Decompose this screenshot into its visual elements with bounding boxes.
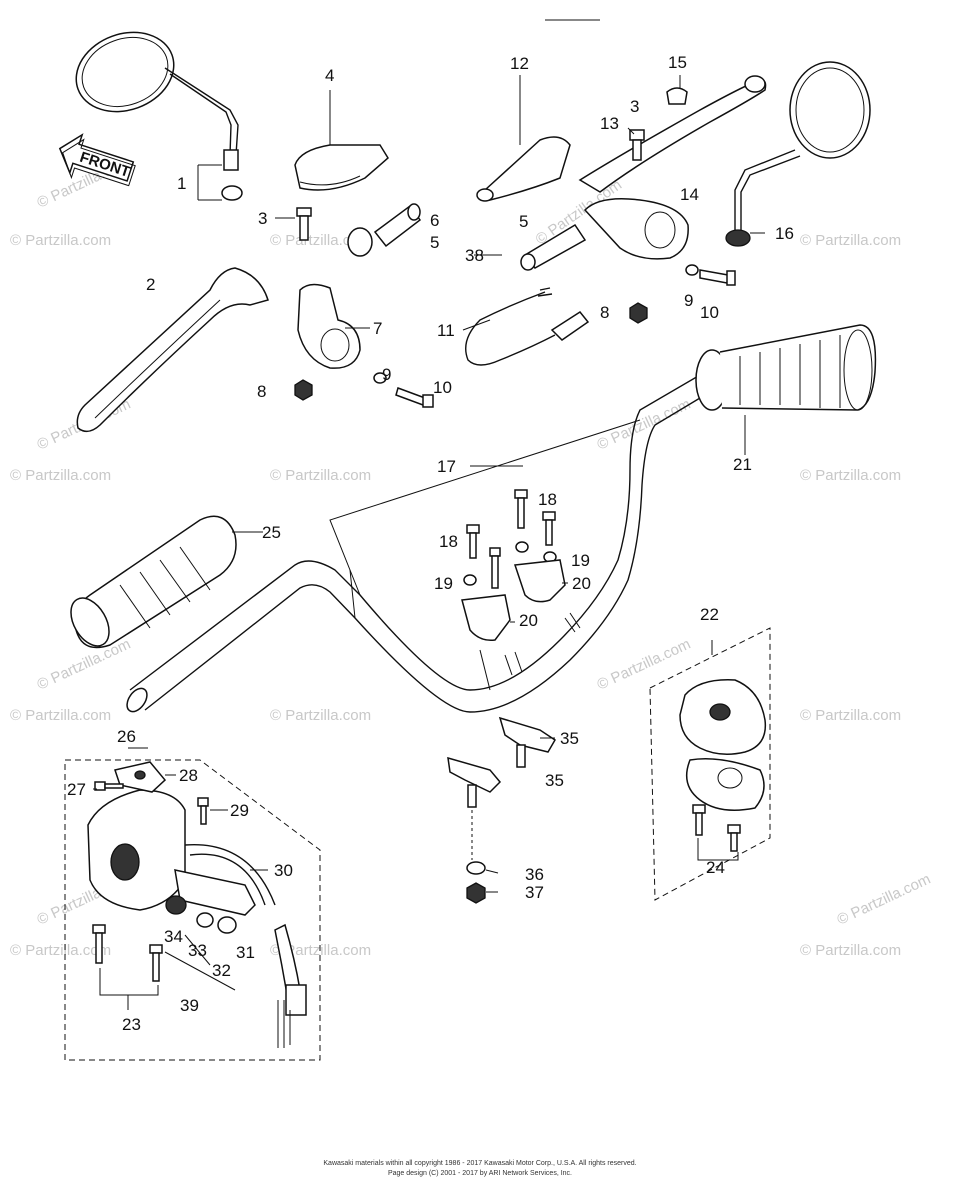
watermark-text: © Partzilla.com — [800, 232, 901, 249]
callout-3b: 3 — [630, 97, 639, 116]
left-switch-box — [64, 759, 321, 1061]
callout-19b: 19 — [434, 574, 453, 593]
handlebar — [126, 374, 706, 713]
handlebar-upper-holders — [461, 559, 566, 642]
right-holder-nut — [629, 302, 648, 324]
watermark-text: © Partzilla.com — [595, 396, 694, 454]
left-mirror — [75, 31, 243, 201]
callout-7: 7 — [373, 319, 382, 338]
callout-3: 3 — [258, 209, 267, 228]
left-holder-nut — [294, 379, 313, 401]
brake-lever — [578, 75, 767, 193]
holder-nut — [466, 882, 486, 904]
copyright-line-1: Kawasaki materials within all copyright … — [323, 1160, 637, 1167]
callout-19: 19 — [571, 551, 590, 570]
callout-23: 23 — [122, 1015, 141, 1034]
watermark-text: © Partzilla.com — [595, 636, 694, 694]
callout-22: 22 — [700, 605, 719, 624]
callout-24: 24 — [706, 858, 725, 877]
right-grip — [695, 324, 877, 411]
watermark-text: © Partzilla.com — [835, 871, 934, 929]
callout-27: 27 — [67, 780, 86, 799]
callout-6: 6 — [430, 211, 439, 230]
callout-16: 16 — [775, 224, 794, 243]
callout-20: 20 — [572, 574, 591, 593]
callout-10: 10 — [433, 378, 452, 397]
watermark-text: © Partzilla.com — [270, 942, 371, 959]
holder-washer — [466, 861, 486, 875]
right-grip-cover — [476, 136, 571, 202]
handlebar-clamp-bolts — [463, 489, 557, 589]
left-holder-washer-bolt — [373, 372, 434, 408]
callout-26: 26 — [117, 727, 136, 746]
left-lever-holder — [297, 283, 361, 369]
lever-pivot-bolt — [629, 129, 645, 161]
callout-18b: 18 — [439, 532, 458, 551]
master-cylinder-holder — [520, 198, 689, 271]
callout-25: 25 — [262, 523, 281, 542]
callout-35b: 35 — [545, 771, 564, 790]
clutch-lever — [76, 267, 269, 433]
front-arrow-icon: FRONT — [58, 133, 136, 187]
callout-9b: 9 — [684, 291, 693, 310]
right-mirror — [725, 61, 871, 247]
callout-30: 30 — [274, 861, 293, 880]
lever-cap — [666, 87, 688, 105]
watermark-text: © Partzilla.com — [10, 467, 111, 484]
callout-5: 5 — [430, 233, 439, 252]
callout-34: 34 — [164, 927, 183, 946]
callout-2: 2 — [146, 275, 155, 294]
watermark-text: © Partzilla.com — [10, 232, 111, 249]
callout-29: 29 — [230, 801, 249, 820]
callout-12: 12 — [510, 54, 529, 73]
right-switch-box — [649, 627, 771, 901]
callout-1: 1 — [177, 174, 186, 193]
callout-35: 35 — [560, 729, 579, 748]
callout-39: 39 — [180, 996, 199, 1015]
watermark-text: © Partzilla.com — [800, 942, 901, 959]
watermark-text: © Partzilla.com — [800, 707, 901, 724]
left-lever-bolt — [296, 207, 312, 241]
callout-37: 37 — [525, 883, 544, 902]
copyright-line-2: Page design (C) 2001 - 2017 by ARI Netwo… — [387, 1170, 573, 1177]
callout-33: 33 — [188, 941, 207, 960]
handlebar-lower-holders — [447, 716, 557, 860]
callout-20b: 20 — [519, 611, 538, 630]
callout-numbers: 1 2 3 4 5 6 7 8 9 10 11 12 3 13 14 15 16… — [67, 53, 794, 1034]
callout-8: 8 — [257, 382, 266, 401]
callout-36: 36 — [525, 865, 544, 884]
watermark-text: © Partzilla.com — [800, 467, 901, 484]
leader-lines — [93, 75, 765, 1010]
watermark-text: © Partzilla.com — [270, 232, 371, 249]
callout-21: 21 — [733, 455, 752, 474]
callout-14: 14 — [680, 185, 699, 204]
right-holder-washer-bolt — [685, 264, 736, 286]
callout-28: 28 — [179, 766, 198, 785]
callout-32: 32 — [212, 961, 231, 980]
brake-switch-wire — [465, 287, 590, 366]
left-collar-parts — [347, 203, 422, 257]
callout-5b: 5 — [519, 212, 528, 231]
callout-9: 9 — [382, 365, 391, 384]
callout-18: 18 — [538, 490, 557, 509]
callout-10b: 10 — [700, 303, 719, 322]
callout-17: 17 — [437, 457, 456, 476]
watermark-text: © Partzilla.com — [270, 467, 371, 484]
callout-13: 13 — [600, 114, 619, 133]
callout-4: 4 — [325, 66, 334, 85]
callout-31: 31 — [236, 943, 255, 962]
callout-15: 15 — [668, 53, 687, 72]
watermark-text: © Partzilla.com — [10, 942, 111, 959]
watermark-text: © Partzilla.com — [10, 707, 111, 724]
callout-11: 11 — [437, 321, 455, 340]
callout-38: 38 — [465, 246, 484, 265]
throttle-grip-cover — [294, 144, 389, 191]
watermark-text: © Partzilla.com — [270, 707, 371, 724]
callout-8b: 8 — [600, 303, 609, 322]
left-grip — [70, 515, 237, 649]
